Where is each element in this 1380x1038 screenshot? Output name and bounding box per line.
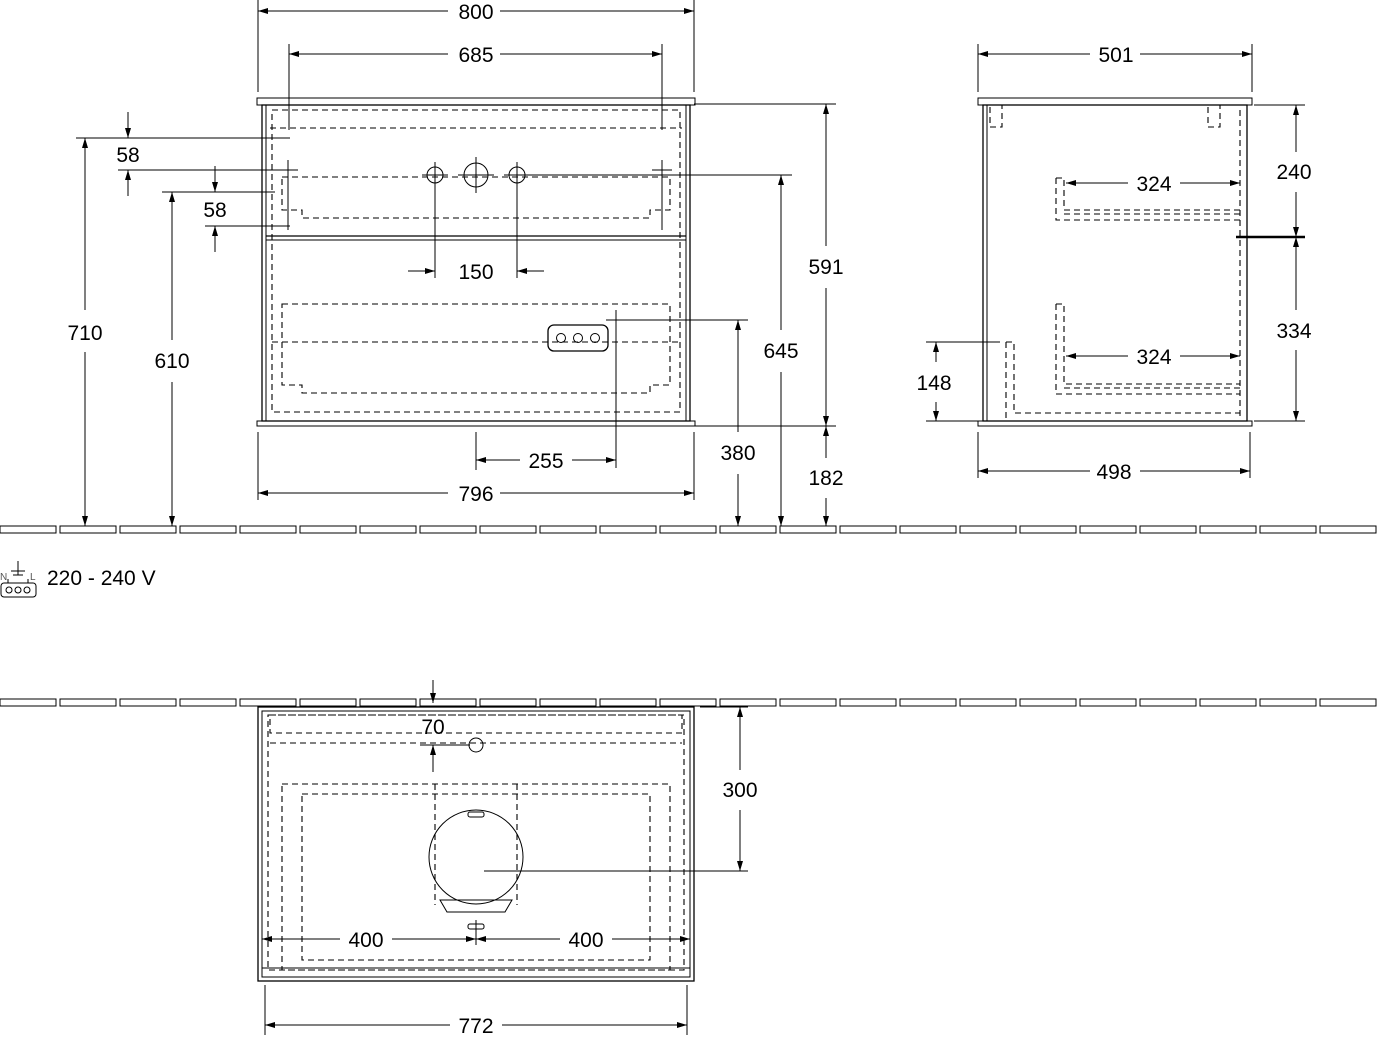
dim-380: 380 [720, 442, 755, 465]
dim-300: 300 [722, 779, 757, 802]
tile [119, 525, 177, 534]
tile [539, 525, 597, 534]
tile [599, 525, 657, 534]
wall-tiles-plan [0, 698, 1377, 707]
dim-324-upper: 324 [1136, 173, 1171, 196]
tile [539, 698, 597, 707]
dim-685: 685 [458, 44, 493, 67]
dimension-lines [76, 0, 1305, 1035]
tile [899, 525, 957, 534]
dim-400-right: 400 [568, 929, 603, 952]
dim-148: 148 [916, 372, 951, 395]
tile [839, 525, 897, 534]
tile [1019, 525, 1077, 534]
dim-772: 772 [458, 1015, 493, 1038]
tile [59, 525, 117, 534]
power-socket-icon: N L [0, 561, 37, 598]
tile [1199, 525, 1257, 534]
dim-182: 182 [808, 467, 843, 490]
tile [299, 698, 357, 707]
dim-70: 70 [421, 716, 444, 739]
tile [959, 525, 1017, 534]
tile [59, 698, 117, 707]
tile [239, 525, 297, 534]
plan-view [257, 706, 695, 982]
dim-501: 501 [1098, 44, 1133, 67]
dim-58-lower: 58 [203, 199, 226, 222]
voltage-label: 220 - 240 V [47, 567, 156, 590]
tile [899, 698, 957, 707]
tile [359, 525, 417, 534]
tile [0, 525, 57, 534]
tile [1259, 525, 1317, 534]
socket-outlet [547, 310, 626, 468]
tile [359, 698, 417, 707]
tile [419, 525, 477, 534]
tile [1139, 525, 1197, 534]
dim-796: 796 [458, 483, 493, 506]
tile [659, 525, 717, 534]
dimension-labels: 800 685 58 58 710 610 150 591 645 380 18… [67, 1, 1311, 1038]
tile [479, 525, 537, 534]
dim-591: 591 [808, 256, 843, 279]
tile [1079, 525, 1137, 534]
tile [479, 698, 537, 707]
tile [719, 698, 777, 707]
tile [1319, 525, 1377, 534]
floor-tiles [0, 525, 1377, 534]
dim-645: 645 [763, 340, 798, 363]
dim-800: 800 [458, 1, 493, 24]
live-label: L [30, 572, 36, 583]
tile [959, 698, 1017, 707]
tile [179, 525, 237, 534]
dim-324-lower: 324 [1136, 346, 1171, 369]
dim-58-upper: 58 [116, 144, 139, 167]
dim-710: 710 [67, 322, 102, 345]
tile [119, 698, 177, 707]
tile [1079, 698, 1137, 707]
neutral-label: N [0, 572, 7, 583]
dim-334: 334 [1276, 320, 1311, 343]
tile [239, 698, 297, 707]
tile [0, 698, 57, 707]
tile [659, 698, 717, 707]
tile [1019, 698, 1077, 707]
tile [719, 525, 777, 534]
tile [779, 698, 837, 707]
tile [839, 698, 897, 707]
tile [779, 525, 837, 534]
dim-240: 240 [1276, 161, 1311, 184]
dim-150: 150 [458, 261, 493, 284]
tile [1199, 698, 1257, 707]
dim-400-left: 400 [348, 929, 383, 952]
tile [299, 525, 357, 534]
tile [1319, 698, 1377, 707]
dim-610: 610 [154, 350, 189, 373]
tap-holes [422, 157, 530, 278]
tile [1259, 698, 1317, 707]
tile [179, 698, 237, 707]
dim-498: 498 [1096, 461, 1131, 484]
side-view [977, 97, 1305, 427]
tile [1139, 698, 1197, 707]
tile [599, 698, 657, 707]
dim-255: 255 [528, 450, 563, 473]
tile [419, 698, 477, 707]
